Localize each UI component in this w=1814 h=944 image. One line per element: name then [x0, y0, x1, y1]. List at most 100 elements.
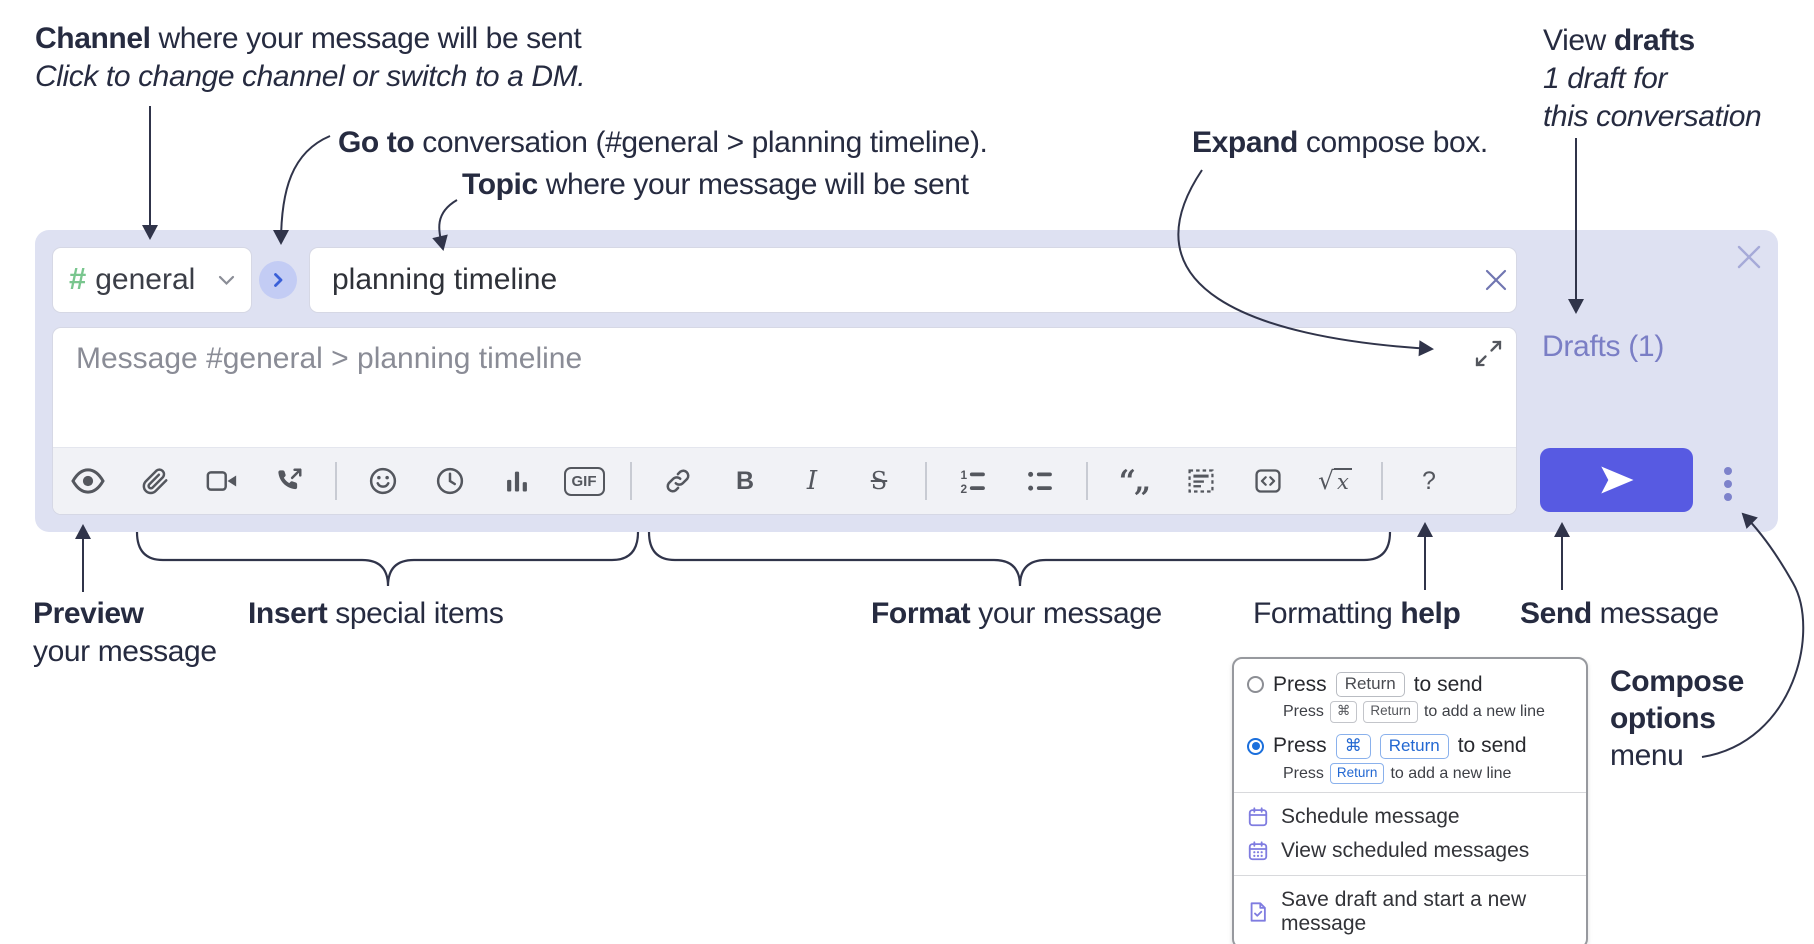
annotation-preview: Preview your message [33, 597, 217, 668]
go-to-conversation-button[interactable] [259, 261, 297, 299]
toolbar-divider [335, 462, 337, 500]
math-icon: √x [1318, 466, 1352, 495]
bold-icon: B [735, 466, 755, 495]
svg-text:2: 2 [961, 482, 968, 496]
paperclip-icon [142, 468, 168, 495]
bulleted-list-icon [1028, 471, 1052, 491]
compose-box: # general [35, 230, 1778, 532]
quote-button[interactable]: “„ [1111, 458, 1157, 504]
compose-close-button[interactable] [1734, 242, 1764, 272]
return-key: Return [1363, 701, 1418, 723]
link-icon [666, 469, 690, 493]
preview-button[interactable] [65, 458, 111, 504]
annotation-compose-options: Compose options menu [1610, 665, 1744, 772]
bar-chart-icon [507, 471, 527, 492]
option-cmd-return-subtext: Press Return to add a new line [1283, 762, 1573, 785]
poll-button[interactable] [494, 458, 540, 504]
option-cmd-return-to-send[interactable]: Press ⌘ Return to send [1234, 731, 1586, 762]
return-key: Return [1335, 672, 1405, 698]
clock-icon [436, 467, 464, 495]
topic-clear-button[interactable] [1476, 260, 1516, 300]
phone-call-icon [278, 468, 302, 490]
menu-item-schedule-message[interactable]: Schedule message [1234, 800, 1586, 834]
math-button[interactable]: √x [1312, 458, 1358, 504]
spoiler-button[interactable] [1178, 458, 1224, 504]
return-key: Return [1329, 762, 1385, 785]
compose-options-button[interactable] [1716, 462, 1740, 506]
menu-item-view-scheduled[interactable]: View scheduled messages [1234, 834, 1586, 868]
strikethrough-button[interactable]: S [856, 458, 902, 504]
spoiler-icon [1188, 469, 1214, 493]
code-icon [1255, 469, 1281, 493]
channel-selector[interactable]: # general [52, 247, 252, 313]
expand-icon [1475, 340, 1501, 366]
attach-file-button[interactable] [132, 458, 178, 504]
popup-divider [1234, 875, 1586, 877]
popup-divider [1234, 792, 1586, 794]
annotation-view-drafts: View drafts 1 draft for this conversatio… [1543, 24, 1762, 133]
channel-name: general [95, 263, 196, 296]
brace-format [647, 531, 1392, 587]
annotation-formatting-help: Formatting help [1253, 597, 1461, 630]
question-mark-icon: ? [1422, 466, 1436, 495]
send-button[interactable] [1540, 448, 1693, 512]
formatting-help-button[interactable]: ? [1406, 458, 1452, 504]
gif-button[interactable]: GIF [561, 458, 607, 504]
code-button[interactable] [1245, 458, 1291, 504]
calendar-dots-icon [1248, 841, 1268, 861]
compose-options-popup: Press Return to send Press ⌘ Return to a… [1232, 657, 1588, 944]
annotation-goto: Go to conversation (#general > planning … [338, 126, 988, 159]
topic-input[interactable] [310, 263, 1476, 297]
video-call-button[interactable] [199, 458, 245, 504]
message-panel: GIF B I S [52, 327, 1517, 515]
annotation-topic: Topic where your message will be sent [462, 168, 969, 201]
chevron-right-icon [274, 273, 283, 287]
chevron-down-icon [218, 275, 235, 285]
time-button[interactable] [427, 458, 473, 504]
menu-item-save-draft[interactable]: Save draft and start a new message [1234, 883, 1586, 941]
link-button[interactable] [655, 458, 701, 504]
bold-button[interactable]: B [722, 458, 768, 504]
italic-button[interactable]: I [789, 458, 835, 504]
calendar-icon [1248, 807, 1268, 827]
close-icon [1737, 245, 1761, 269]
strikethrough-icon: S [870, 467, 888, 495]
svg-text:1: 1 [961, 468, 968, 482]
topic-input-box [309, 247, 1517, 313]
message-input[interactable] [53, 328, 1516, 447]
annotation-insert: Insert special items [248, 597, 504, 630]
emoji-button[interactable] [360, 458, 406, 504]
eye-icon [71, 468, 105, 494]
toolbar-divider [1086, 462, 1088, 500]
bulleted-list-button[interactable] [1017, 458, 1063, 504]
option-return-subtext: Press ⌘ Return to add a new line [1283, 701, 1573, 723]
drafts-link[interactable]: Drafts (1) [1542, 330, 1665, 363]
italic-icon: I [806, 466, 818, 496]
compose-toolbar: GIF B I S [53, 447, 1516, 514]
toolbar-divider [925, 462, 927, 500]
gif-icon: GIF [563, 466, 605, 496]
cmd-key: ⌘ [1335, 733, 1371, 759]
expand-compose-button[interactable] [1472, 337, 1504, 369]
toolbar-divider [1381, 462, 1383, 500]
ellipsis-icon [1724, 467, 1732, 475]
radio-unselected-icon[interactable] [1247, 676, 1264, 694]
annotation-format: Format your message [871, 597, 1162, 630]
toolbar-divider [630, 462, 632, 500]
radio-selected-icon[interactable] [1247, 737, 1264, 755]
annotation-expand: Expand compose box. [1192, 126, 1488, 159]
numbered-list-icon: 1 2 [961, 468, 985, 496]
voice-call-button[interactable] [266, 458, 312, 504]
brace-insert [135, 531, 640, 587]
close-icon [1485, 269, 1507, 291]
video-camera-icon [206, 471, 237, 491]
annotation-send: Send message [1520, 597, 1719, 630]
return-key: Return [1379, 733, 1449, 759]
numbered-list-button[interactable]: 1 2 [950, 458, 996, 504]
send-icon [1600, 466, 1633, 494]
option-return-to-send[interactable]: Press Return to send [1234, 669, 1586, 700]
annotation-channel: Channel where your message will be sent … [35, 22, 586, 93]
cmd-key: ⌘ [1329, 701, 1358, 723]
arrow-goto [273, 135, 331, 245]
